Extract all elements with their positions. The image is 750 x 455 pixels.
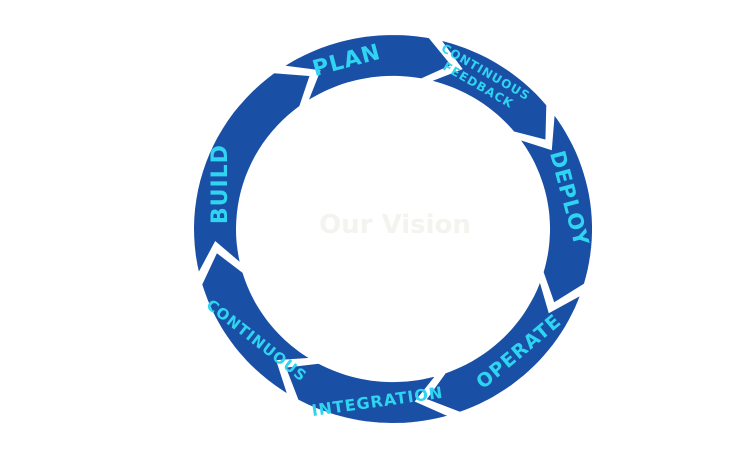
center-title: Our Vision (319, 210, 471, 240)
segment-continuous-feedback (426, 37, 549, 143)
segment-continuous (200, 250, 315, 398)
segment-deploy (515, 110, 594, 306)
cycle-ring (191, 32, 594, 426)
segment-build (191, 71, 313, 278)
label-build: BUILD (208, 144, 233, 224)
segment-integration (283, 361, 453, 426)
segment-operate (423, 276, 584, 414)
segment-plan (279, 32, 454, 105)
